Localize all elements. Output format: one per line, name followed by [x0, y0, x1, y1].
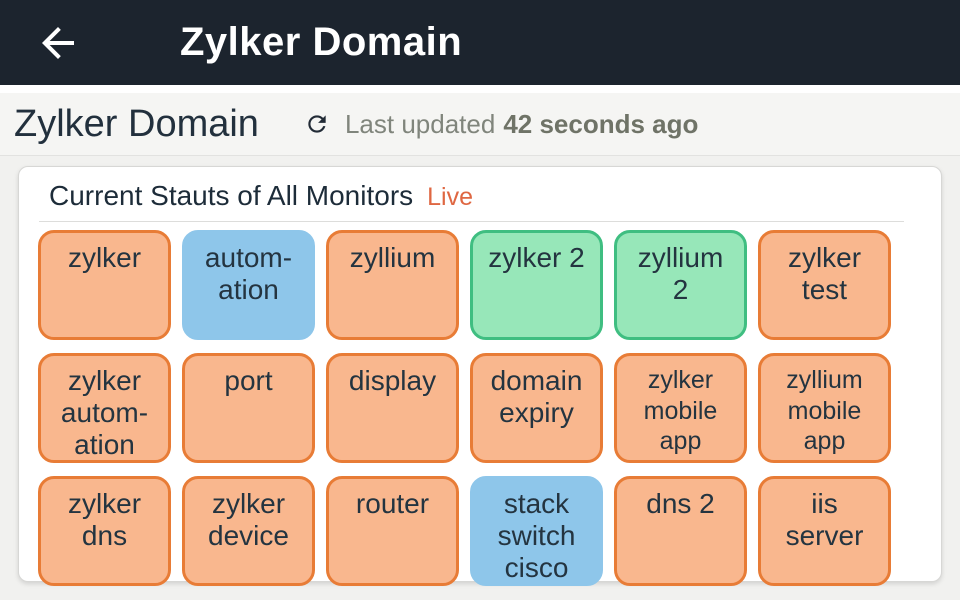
sub-header: Zylker Domain Last updated 42 seconds ag… — [0, 93, 960, 156]
monitor-tile-label: zylker mobile app — [643, 366, 718, 455]
monitor-tile[interactable]: zylker autom- ation — [38, 353, 171, 463]
monitor-tile[interactable]: zylker — [38, 230, 171, 340]
monitor-tile[interactable]: iis server — [758, 476, 891, 586]
panel-title: Current Stauts of All Monitors — [49, 180, 414, 211]
live-badge: Live — [427, 183, 474, 211]
monitor-tile[interactable]: stack switch cisco — [470, 476, 603, 586]
last-updated: Last updated 42 seconds ago — [303, 109, 698, 140]
content: Current Stauts of All Monitors Live zylk… — [0, 156, 960, 586]
monitor-tile-label: zylker test — [787, 242, 862, 306]
monitor-tile[interactable]: zylker 2 — [470, 230, 603, 340]
monitor-grid: zylker autom- ation zyllium zylker 2 zyl… — [38, 230, 941, 586]
panel-header: Current Stauts of All Monitors Live — [19, 167, 941, 212]
monitor-tile[interactable]: zyllium 2 — [614, 230, 747, 340]
panel-divider — [39, 221, 904, 222]
last-updated-value: 42 seconds ago — [503, 108, 699, 139]
monitor-tile[interactable]: display — [326, 353, 459, 463]
last-updated-label: Last updated — [344, 108, 496, 139]
monitor-tile[interactable]: router — [326, 476, 459, 586]
monitor-tile-label: dns 2 — [646, 488, 715, 519]
monitor-tile-label: router — [355, 488, 430, 519]
monitor-tile-label: port — [224, 365, 273, 396]
monitor-tile-label: zyllium 2 — [637, 242, 724, 306]
divider-strip — [0, 85, 960, 93]
monitor-tile-label: zylker — [67, 242, 142, 273]
monitor-tile-label: iis server — [785, 488, 864, 552]
monitor-tile[interactable]: domain expiry — [470, 353, 603, 463]
page-title: Zylker Domain — [14, 102, 259, 145]
monitor-tile[interactable]: zylker dns — [38, 476, 171, 586]
back-button[interactable] — [30, 15, 86, 71]
monitor-tile-label: zylker autom- ation — [60, 365, 149, 461]
app-bar: Zylker Domain — [0, 0, 960, 85]
monitor-tile[interactable]: dns 2 — [614, 476, 747, 586]
refresh-button[interactable] — [303, 110, 331, 138]
monitor-tile-label: zylker 2 — [488, 242, 585, 273]
monitor-tile[interactable]: zylker device — [182, 476, 315, 586]
monitor-tile-label: display — [348, 365, 437, 396]
monitor-tile-label: stack switch cisco — [497, 488, 576, 584]
monitor-tile[interactable]: zyllium — [326, 230, 459, 340]
monitor-tile-label: zylker dns — [67, 488, 142, 552]
monitor-tile-label: zyllium mobile app — [786, 366, 863, 455]
monitor-tile[interactable]: autom- ation — [182, 230, 315, 340]
monitor-tile[interactable]: port — [182, 353, 315, 463]
arrow-left-icon — [42, 26, 74, 59]
app-bar-title: Zylker Domain — [180, 20, 463, 64]
refresh-icon — [308, 115, 326, 133]
monitor-tile[interactable]: zylker mobile app — [614, 353, 747, 463]
monitor-tile[interactable]: zyllium mobile app — [758, 353, 891, 463]
monitor-tile-label: autom- ation — [204, 242, 293, 306]
monitor-tile-label: domain expiry — [490, 365, 583, 429]
monitor-tile[interactable]: zylker test — [758, 230, 891, 340]
monitors-panel: Current Stauts of All Monitors Live zylk… — [18, 166, 942, 586]
monitor-tile-label: zylker device — [208, 488, 289, 552]
monitor-tile-label: zyllium — [349, 242, 436, 273]
